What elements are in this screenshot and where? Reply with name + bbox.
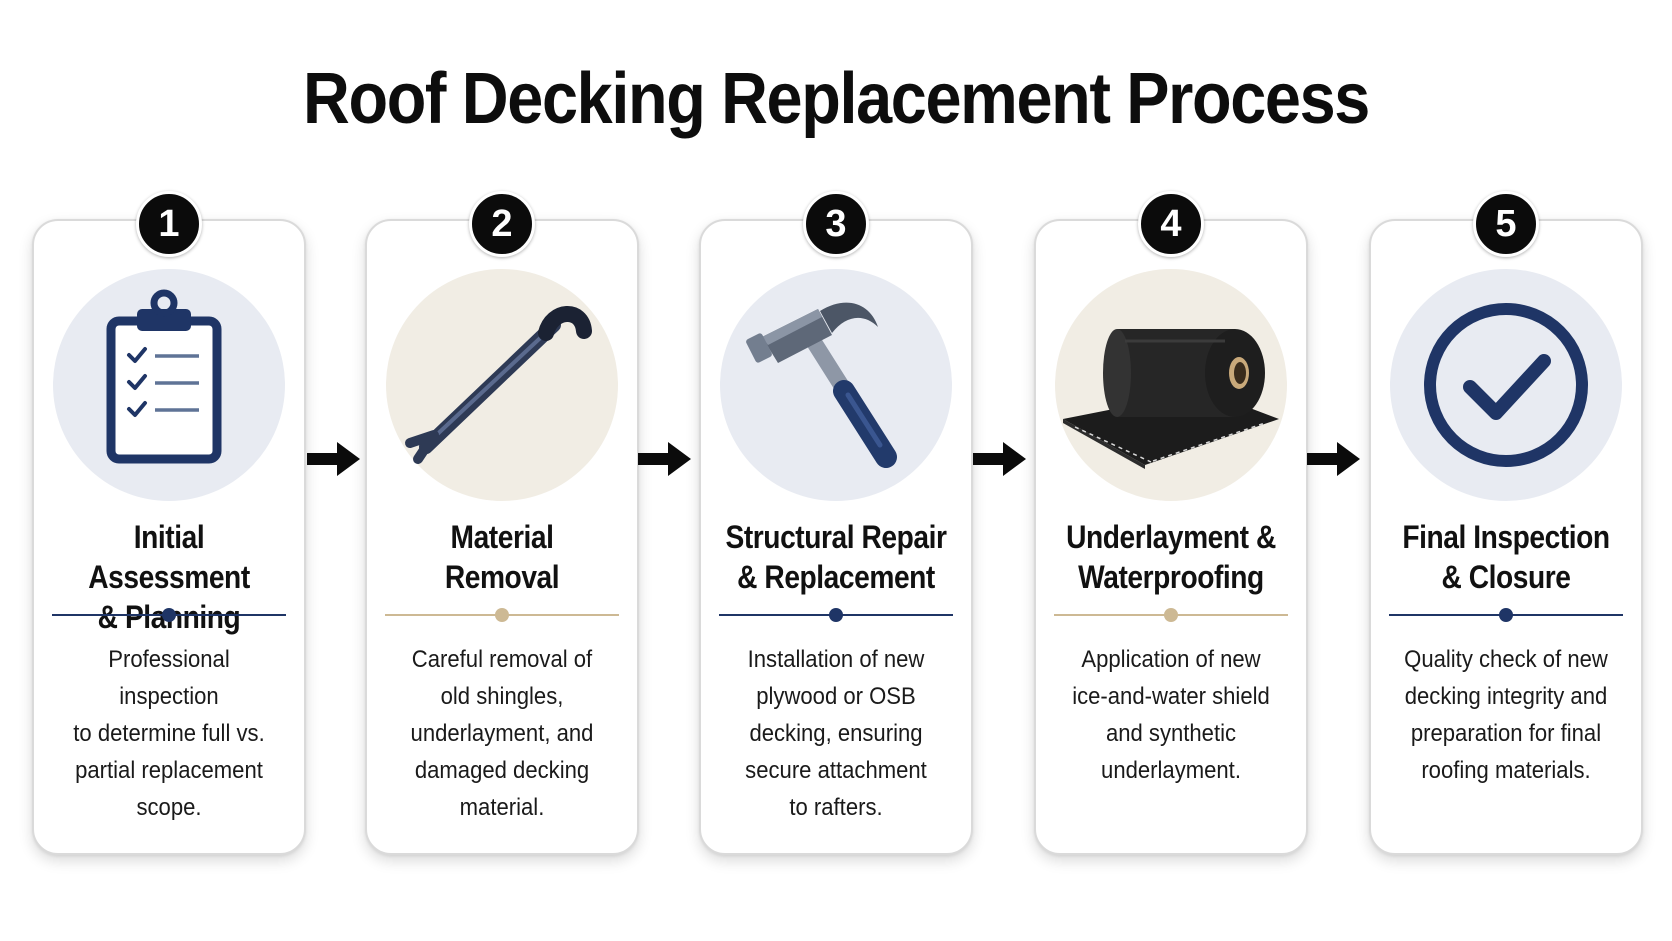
page-title: Roof Decking Replacement Process — [303, 59, 1370, 139]
step-description: Application of new ice-and-water shield … — [1060, 641, 1283, 789]
divider-dot — [495, 608, 509, 622]
step-number-badge: 5 — [1473, 191, 1539, 257]
step-description: Installation of new plywood or OSB decki… — [725, 641, 948, 826]
description-line: secure attachment — [745, 757, 927, 784]
description-line: old shingles, — [440, 683, 564, 710]
step-title-line: Removal — [444, 559, 560, 595]
description-line: preparation for final — [1410, 720, 1602, 747]
description-line: Careful removal of — [411, 646, 593, 673]
step-title: Material Removal — [388, 517, 615, 597]
description-line: to rafters. — [789, 794, 883, 821]
description-line: underlayment. — [1101, 757, 1241, 784]
step-title-line: Initial Assessment — [88, 519, 250, 595]
description-line: plywood or OSB — [756, 683, 916, 710]
description-line: Installation of new — [747, 646, 925, 673]
arrow-right-icon — [307, 440, 361, 478]
step-description: Professional inspection to determine ful… — [58, 641, 281, 826]
step-title-line: & Closure — [1441, 559, 1571, 595]
arrow-right-icon — [638, 440, 692, 478]
description-line: material. — [459, 794, 545, 821]
description-line: damaged decking — [414, 757, 590, 784]
step-title-line: Final Inspection — [1402, 519, 1610, 555]
step-number-badge: 4 — [1138, 191, 1204, 257]
description-line: to determine full vs. — [73, 720, 265, 747]
divider-dot — [1499, 608, 1513, 622]
description-line: decking integrity and — [1404, 683, 1608, 710]
step-title-line: Material — [450, 519, 554, 555]
step-title-line: Structural Repair — [725, 519, 947, 555]
description-line: roofing materials. — [1421, 757, 1591, 784]
icon-background — [1390, 269, 1622, 501]
step-number-badge: 2 — [469, 191, 535, 257]
description-line: Application of new — [1081, 646, 1261, 673]
arrow-right-icon — [973, 440, 1027, 478]
step-card-5: 5 Final Inspection & Closure Quality che… — [1369, 191, 1643, 855]
step-card-1: 1 Initial Assessment & Planning Professi… — [32, 191, 306, 855]
step-number-badge: 1 — [136, 191, 202, 257]
step-title: Underlayment & Waterproofing — [1057, 517, 1284, 597]
checkmark-circle-icon — [1424, 303, 1588, 467]
description-line: underlayment, and — [410, 720, 594, 747]
hammer-icon — [746, 302, 897, 468]
description-line: partial replacement — [75, 757, 263, 784]
description-line: Quality check of new — [1404, 646, 1608, 673]
icon-background — [720, 269, 952, 501]
description-line: decking, ensuring — [749, 720, 923, 747]
step-title: Initial Assessment & Planning — [55, 517, 282, 637]
step-title-line: Waterproofing — [1078, 559, 1264, 595]
step-title-line: Underlayment & — [1066, 519, 1276, 555]
divider-dot — [162, 608, 176, 622]
description-line: and synthetic — [1105, 720, 1237, 747]
step-card-4: 4 Underlayment & Waterproofing Applicati… — [1034, 191, 1308, 855]
description-line: Professional inspection — [108, 646, 230, 710]
divider-dot — [1164, 608, 1178, 622]
step-title-line: & Replacement — [737, 559, 935, 595]
icon-background — [53, 269, 285, 501]
icon-background — [1055, 269, 1287, 501]
description-line: scope. — [136, 794, 202, 821]
arrow-right-icon — [1307, 440, 1361, 478]
step-card-3: 3 Structural Repair & Replacement Instal… — [699, 191, 973, 855]
description-line: ice-and-water shield — [1072, 683, 1270, 710]
step-card-2: 2 Material Removal Careful removal of ol… — [365, 191, 639, 855]
step-number-badge: 3 — [803, 191, 869, 257]
clipboard-checklist-icon — [106, 289, 222, 464]
step-title: Final Inspection & Closure — [1392, 517, 1619, 597]
divider-dot — [829, 608, 843, 622]
step-description: Quality check of new decking integrity a… — [1395, 641, 1618, 789]
step-description: Careful removal of old shingles, underla… — [391, 641, 614, 826]
icon-background — [386, 269, 618, 501]
step-title: Structural Repair & Replacement — [722, 517, 949, 597]
underlayment-roll-icon — [1063, 329, 1279, 469]
crowbar-icon — [405, 306, 592, 464]
